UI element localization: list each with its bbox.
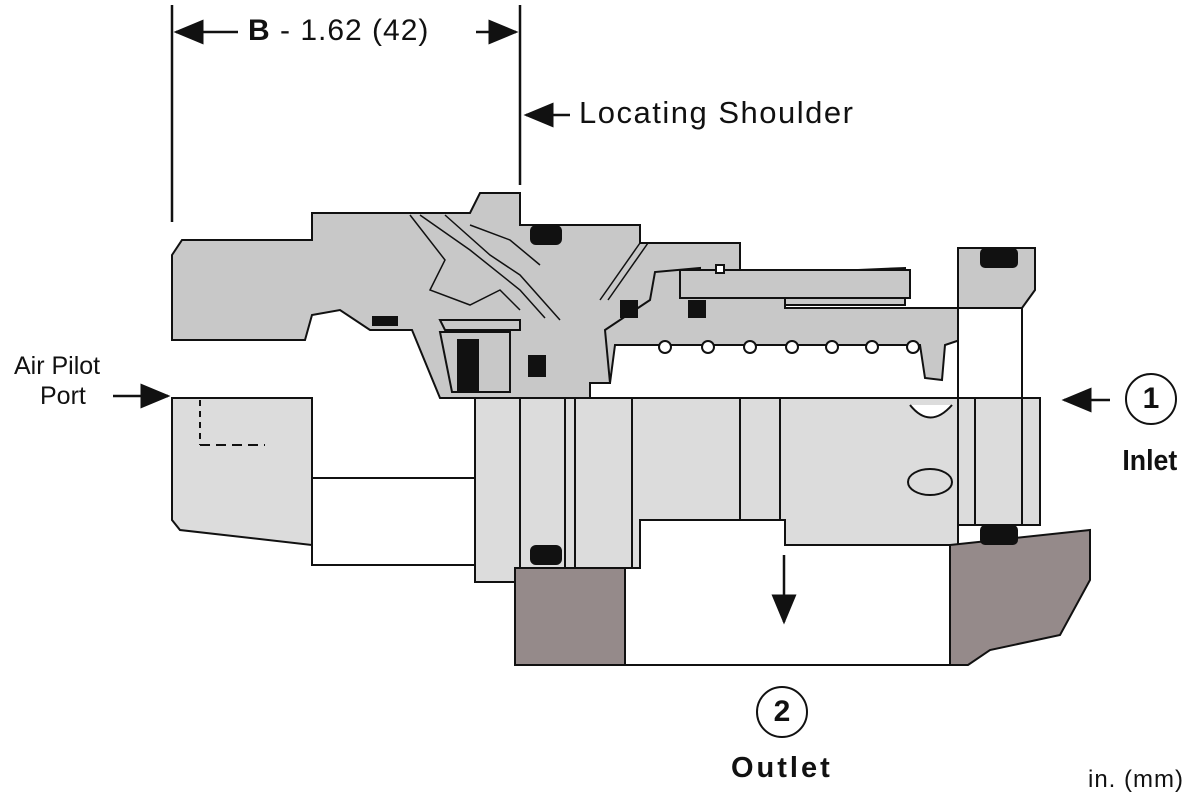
outlet-label: Outlet	[731, 752, 833, 784]
dimension-label: B - 1.62 (42)	[248, 14, 429, 48]
outlet-port-number: 2	[756, 686, 808, 738]
inlet-label: Inlet	[1122, 445, 1178, 477]
dimension-letter: B	[248, 14, 271, 47]
spool-section	[438, 264, 961, 393]
locating-shoulder-label: Locating Shoulder	[579, 95, 855, 130]
port-label: Port	[40, 382, 86, 410]
spring-coils	[658, 340, 920, 354]
units-label: in. (mm)	[1088, 766, 1184, 793]
flow-arrows	[113, 383, 1110, 625]
air-pilot-label: Air Pilot	[14, 352, 101, 380]
o-ring-seals	[372, 225, 1018, 565]
inlet-port-number: 1	[1125, 373, 1177, 425]
end-cap	[957, 247, 1036, 399]
valve-body-lower	[171, 397, 1041, 583]
dimension-value: - 1.62 (42)	[270, 14, 430, 47]
dimension-b	[170, 5, 570, 222]
housing-cavity	[514, 528, 1091, 666]
